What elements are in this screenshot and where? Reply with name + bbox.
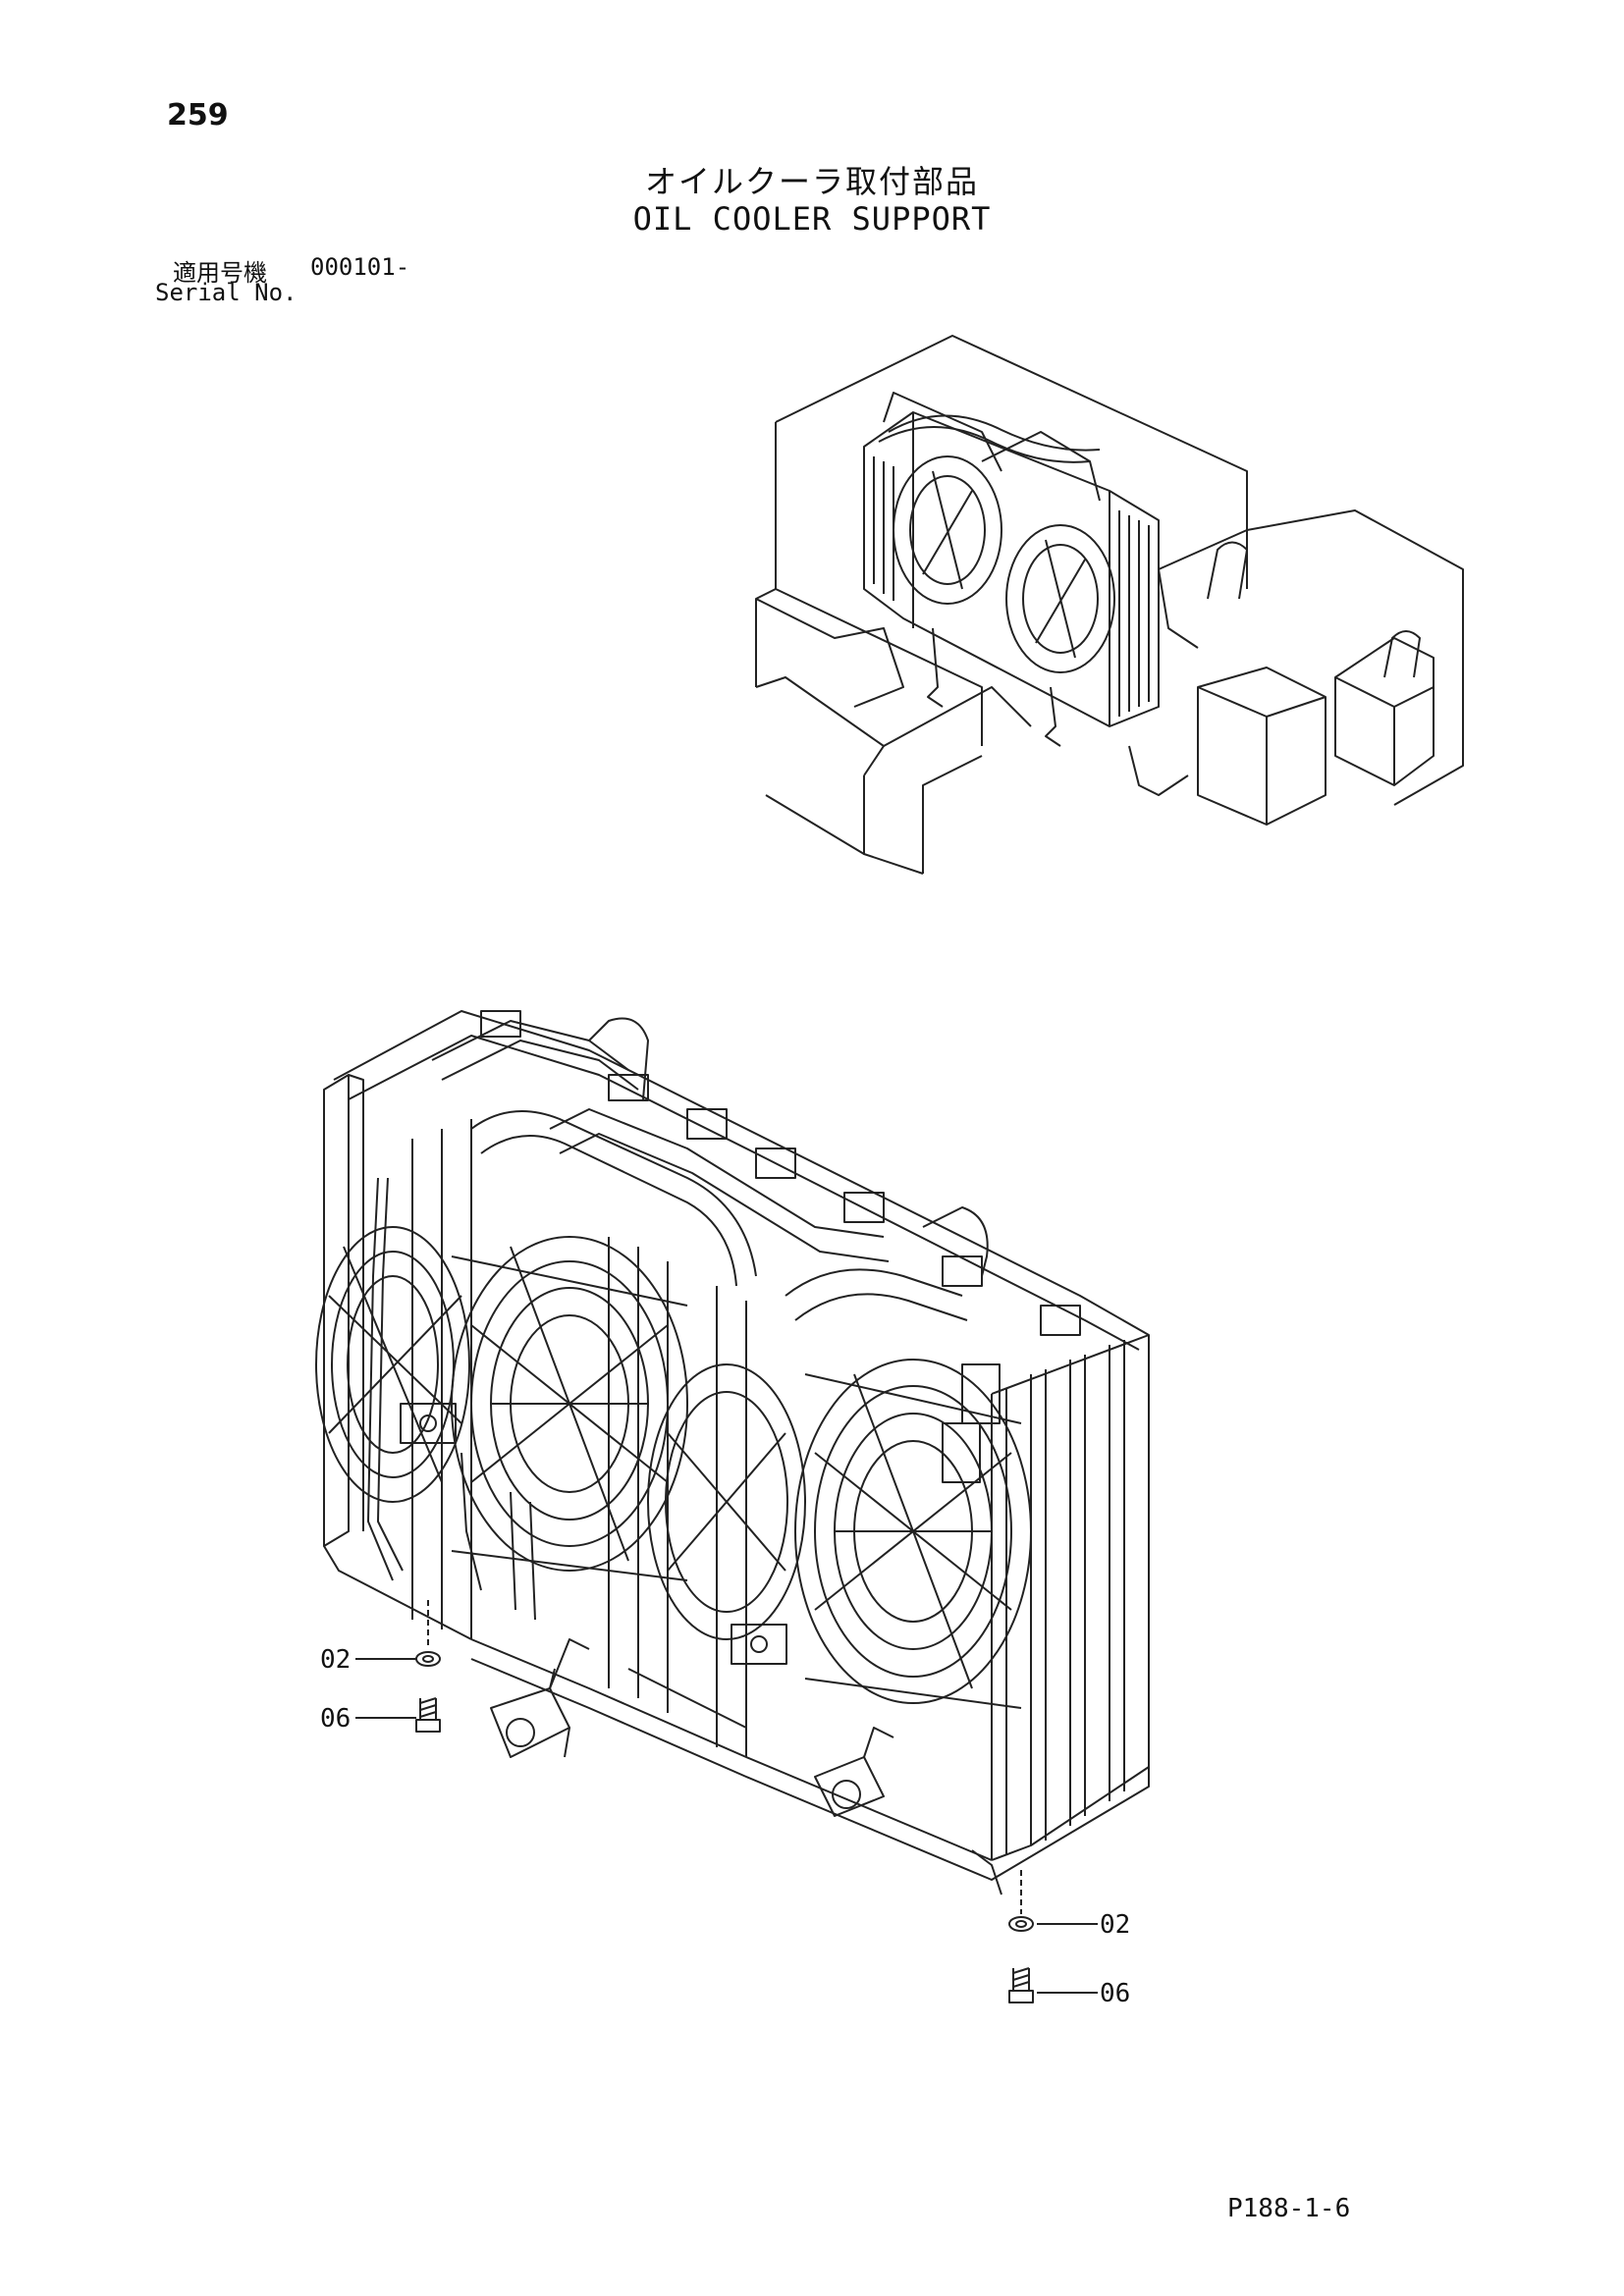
- page-number: 259: [167, 98, 229, 133]
- callout-right-bolt: 06: [1100, 1979, 1130, 2008]
- serial-label-english: Serial No.: [155, 279, 298, 306]
- callout-leaders: [355, 1600, 1098, 1994]
- page-footer-code: P188-1-6: [1227, 2194, 1351, 2223]
- washer-icon: [1008, 1916, 1034, 1932]
- bolt-icon: [415, 1697, 441, 1733]
- callout-left-washer: 02: [320, 1645, 351, 1675]
- callout-right-washer: 02: [1100, 1910, 1130, 1940]
- washer-icon: [415, 1651, 441, 1667]
- oil-cooler-assembly-illustration: [315, 1010, 1150, 1896]
- page-title-japanese: オイルクーラ取付部品: [644, 163, 979, 200]
- bolt-icon: [1008, 1967, 1034, 2003]
- page-title-english: OIL COOLER SUPPORT: [632, 200, 992, 238]
- serial-label-japanese: 適用号機: [173, 259, 267, 287]
- callout-left-bolt: 06: [320, 1704, 351, 1734]
- machine-overview-illustration: [755, 335, 1464, 875]
- serial-range: 000101-: [310, 253, 410, 281]
